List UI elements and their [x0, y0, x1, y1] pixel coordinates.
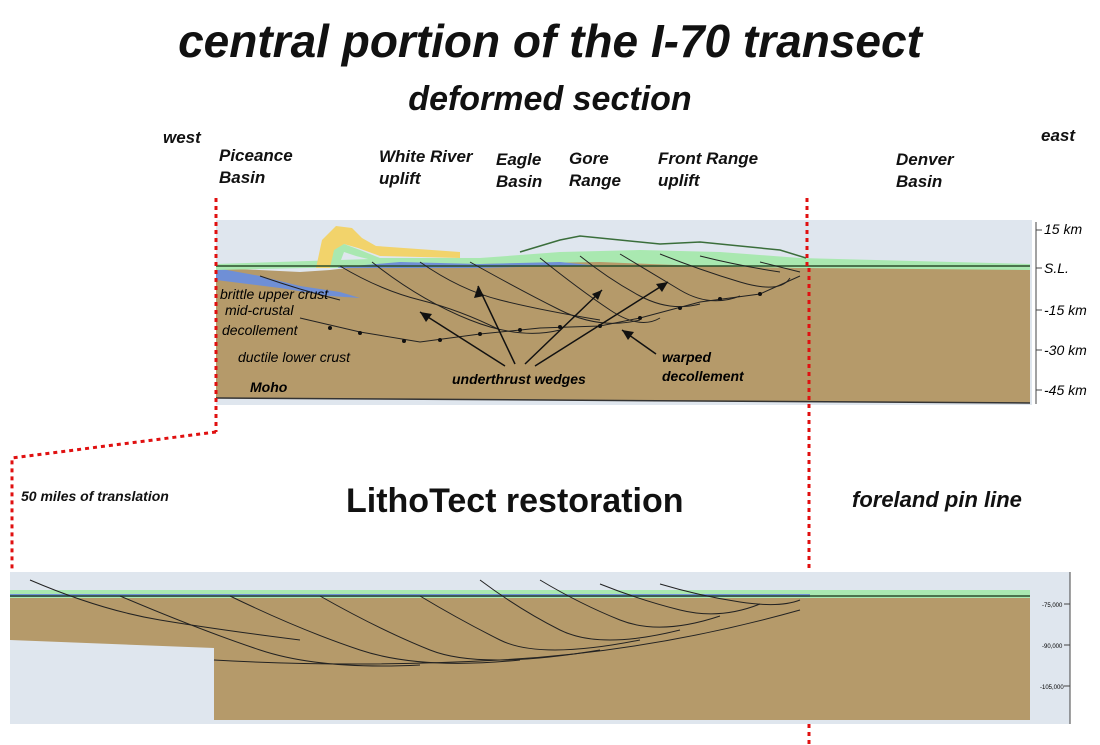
white-river-fold-yellow [316, 226, 460, 268]
mid-crustal-decollement [299, 275, 801, 343]
depth-label-15km: 15 km [1044, 221, 1082, 237]
depth-label-sea-level: S.L. [1044, 260, 1069, 276]
label-mid-crustal: mid-crustal [225, 302, 294, 318]
pin-line-label: foreland pin line [852, 487, 1022, 512]
region-piceance-basin: Piceance Basin [219, 146, 293, 187]
deformed-section: 15 km S.L. -15 km -30 km -45 km brittle … [215, 198, 1087, 405]
label-decollement: decollement [222, 322, 299, 338]
translation-label: 50 miles of translation [21, 488, 169, 504]
underthrust-arrows [419, 281, 669, 367]
restored-thrust-faults [29, 579, 801, 667]
white-river-fold-green [330, 244, 470, 268]
restored-depth-label-2: -90,000 [1042, 644, 1063, 650]
east-label: east [1041, 126, 1076, 145]
depth-label-minus-15km: -15 km [1044, 302, 1087, 318]
region-eagle-basin: Eagle Basin [496, 150, 543, 191]
label-brittle-upper-crust: brittle upper crust [220, 286, 329, 302]
depth-scale-ticks [1035, 222, 1042, 404]
restored-depth-ticks [1064, 572, 1071, 724]
label-underthrust-wedges: underthrust wedges [452, 371, 586, 387]
thrust-faults [259, 253, 801, 334]
section-subtitle: deformed section [408, 80, 692, 118]
front-range-topography [519, 235, 807, 259]
decollement-dots [328, 292, 762, 343]
depth-label-minus-30km: -30 km [1044, 342, 1087, 358]
sediment-layer-blue [216, 268, 360, 298]
moho-line [215, 397, 1031, 404]
restoration-title: LithoTect restoration [346, 482, 684, 520]
region-white-river-uplift: White River uplift [379, 147, 473, 188]
restored-crust-body [10, 596, 1030, 720]
label-ductile-lower-crust: ductile lower crust [238, 349, 351, 365]
arrow-heads [420, 282, 668, 340]
page-title: central portion of the I-70 transect [178, 15, 922, 67]
restored-section: -75,000 -90,000 -105,000 [10, 572, 1071, 724]
west-label: west [163, 128, 201, 147]
label-warped-decollement: decollement [662, 368, 745, 384]
restored-depth-label-3: -105,000 [1040, 685, 1064, 691]
restored-depth-label-1: -75,000 [1042, 603, 1063, 609]
region-denver-basin: Denver Basin [896, 150, 954, 191]
label-warped: warped [662, 349, 711, 365]
depth-label-minus-45km: -45 km [1044, 382, 1087, 398]
label-moho: Moho [250, 379, 288, 395]
region-gore-range: Gore Range [569, 149, 621, 190]
region-front-range-uplift: Front Range uplift [658, 149, 759, 190]
